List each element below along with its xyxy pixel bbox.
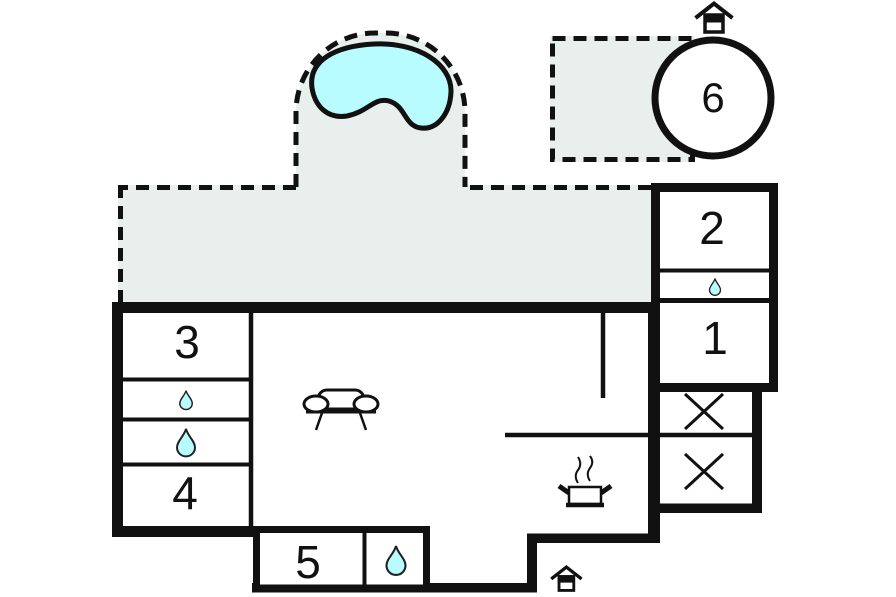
room4-bottom-wall	[112, 526, 257, 537]
pool-enclosure-dashed-border	[293, 30, 468, 187]
room-2-label: 2	[699, 202, 725, 254]
swimming-pool	[309, 41, 454, 131]
water-drop-icon	[179, 390, 193, 411]
room-5-label: 5	[295, 536, 321, 588]
room-6-circle	[651, 36, 775, 160]
xcells-right-wall	[752, 387, 762, 513]
terrace-area	[118, 185, 651, 305]
left-wall	[112, 302, 123, 537]
room-4-label: 4	[172, 467, 198, 519]
water-drop-icon	[385, 545, 407, 576]
x-mark-icon	[683, 452, 725, 491]
step-horizontal-wall	[527, 533, 657, 543]
central-vertical-wall	[648, 302, 660, 543]
water-drops	[176, 278, 722, 576]
steam-line	[586, 455, 594, 482]
top-wall	[112, 302, 660, 313]
xcells-bottom-wall	[648, 503, 762, 513]
room-3-label: 3	[174, 316, 200, 368]
water-drop-icon	[176, 428, 196, 458]
steam-line	[574, 456, 582, 484]
house-entrance-icon	[550, 564, 583, 592]
water-drop-icon	[708, 278, 722, 296]
room-1-label: 1	[702, 312, 728, 364]
x-mark-icon	[683, 392, 725, 431]
step-vertical-wall	[527, 533, 537, 592]
sofa-icon	[302, 388, 380, 431]
crossed-cells	[683, 392, 725, 491]
cooking-pot-icon	[557, 455, 613, 508]
room-6-label: 6	[701, 74, 725, 121]
house-entrance-icon	[694, 0, 734, 34]
terrace-dashed-border	[118, 185, 651, 303]
